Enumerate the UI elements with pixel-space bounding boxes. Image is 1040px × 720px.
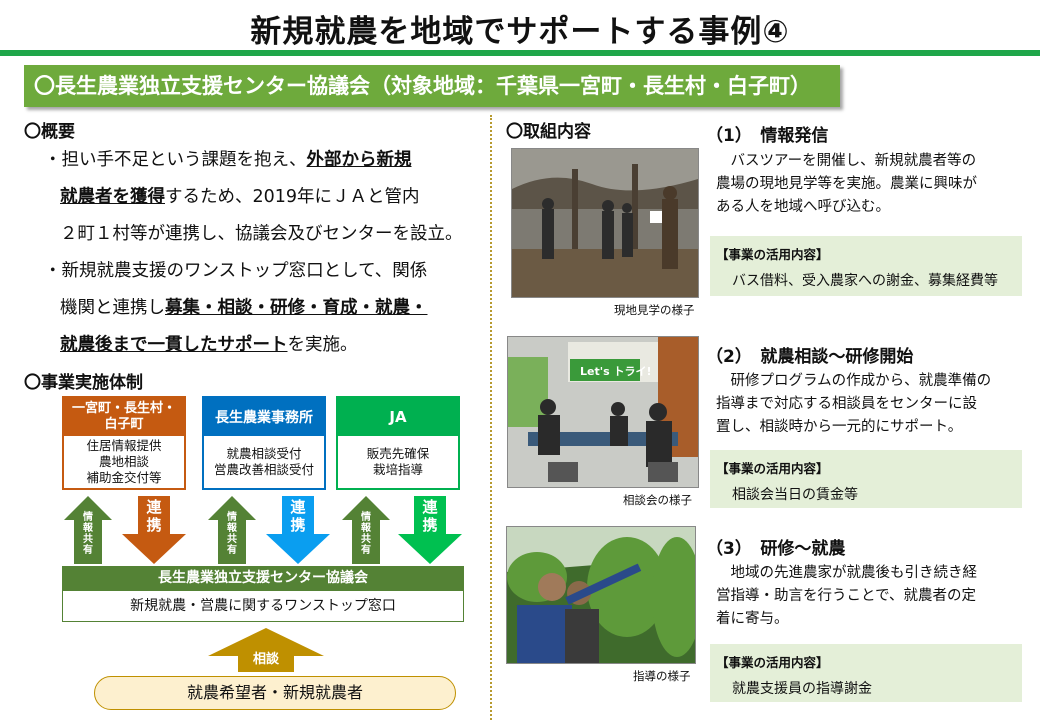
overview-line: ２町１村等が連携し、協議会及びセンターを設立。: [60, 224, 463, 244]
down-arrow: [398, 496, 462, 564]
guidance-photo: [506, 526, 696, 664]
consult-label: 相談: [252, 652, 279, 667]
org-box-towns: 一宮町・長生村・ 白子町 住居情報提供 農地相談 補助金交付等: [62, 396, 186, 490]
item-text-line: 地域の先進農家が就農後も引き続き経: [716, 565, 977, 581]
info-share-label: 情報共有: [83, 512, 93, 556]
structure-heading: 〇事業実施体制: [24, 373, 143, 393]
up-arrow: [64, 496, 112, 564]
coop-label: 連携: [290, 498, 306, 534]
field-tour-photo: [511, 148, 699, 298]
usage-box: 【事業の活用内容】 就農支援員の指導謝金: [710, 644, 1022, 702]
usage-text: 就農支援員の指導謝金: [732, 681, 872, 697]
column-divider: [490, 115, 492, 720]
item-text-line: 置し、相談時から一元的にサポート。: [716, 419, 963, 435]
photo-sign-text: Let's トライ!: [580, 365, 652, 378]
org-name: 一宮町・長生村・ 白子町: [64, 398, 184, 436]
photo-caption: 相談会の様子: [623, 493, 692, 507]
org-arrows: [64, 496, 462, 564]
photo-caption: 指導の様子: [633, 669, 691, 683]
down-arrow: [266, 496, 330, 564]
item-text: 研修プログラムの作成から、就農準備の 指導まで対応する相談員をセンターに設 置し…: [716, 370, 1026, 439]
item-text-line: 農場の現地見学等を実施。農業に興味が: [716, 176, 977, 192]
consultation-image: Let's トライ!: [508, 337, 698, 487]
org-duties: 販売先確保 栽培指導: [366, 446, 430, 477]
org-name: JA: [338, 398, 458, 436]
item-text-line: 指導まで対応する相談員をセンターに設: [716, 396, 977, 412]
item-title: （3） 研修～就農: [706, 539, 846, 559]
usage-label: 【事業の活用内容】: [716, 655, 829, 670]
info-share-label: 情報共有: [227, 512, 237, 556]
overview-heading: 〇概要: [24, 122, 75, 142]
target-group: 就農希望者・新規就農者: [94, 676, 456, 710]
usage-box: 【事業の活用内容】 相談会当日の賃金等: [710, 450, 1022, 508]
usage-text: バス借料、受入農家への謝金、募集経費等: [732, 273, 998, 289]
up-arrow: [208, 496, 256, 564]
item-text: バスツアーを開催し、新規就農者等の 農場の現地見学等を実施。農業に興味が ある人…: [716, 150, 1026, 219]
overview-line: ・新規就農支援のワンストップ窓口として、関係: [44, 261, 428, 281]
coop-label: 連携: [422, 498, 438, 534]
page-title: 新規就農を地域でサポートする事例④: [250, 14, 790, 50]
item-text-line: 着に寄与。: [716, 611, 789, 627]
case-banner: 〇長生農業独立支援センター協議会（対象地域：千葉県一宮町・長生村・白子町）: [24, 65, 840, 107]
photo-caption: 現地見学の様子: [614, 303, 695, 317]
usage-label: 【事業の活用内容】: [716, 461, 829, 476]
org-duties: 就農相談受付 営農改善相談受付: [213, 446, 314, 477]
item-text: 地域の先進農家が就農後も引き続き経 営指導・助言を行うことで、就農者の定 着に寄…: [716, 562, 1026, 631]
consult-arrow: [208, 628, 324, 672]
item-text-line: 研修プログラムの作成から、就農準備の: [716, 373, 992, 389]
item-text-line: 営指導・助言を行うことで、就農者の定: [716, 588, 976, 604]
item-text-line: バスツアーを開催し、新規就農者等の: [716, 153, 977, 169]
org-box-ja: JA 販売先確保 栽培指導: [336, 396, 460, 490]
coop-label: 連携: [146, 498, 162, 534]
field-tour-image: [512, 149, 698, 297]
overview-text: ・担い手不足という課題を抱え、外部から新規 就農者を獲得するため、2019年にＪ…: [44, 142, 489, 364]
overview-line: 機関と連携し募集・相談・研修・育成・就農・: [60, 298, 428, 318]
guidance-image: [507, 527, 695, 663]
council-name: 長生農業独立支援センター協議会: [62, 566, 464, 590]
overview-line: 就農者を獲得するため、2019年にＪＡと管内: [60, 187, 420, 207]
usage-label: 【事業の活用内容】: [716, 247, 829, 262]
overview-line: ・担い手不足という課題を抱え、外部から新規: [44, 150, 412, 170]
item-title: （1） 情報発信: [706, 126, 829, 146]
consultation-photo: Let's トライ!: [507, 336, 699, 488]
council-description: 新規就農・営農に関するワンストップ窓口: [62, 590, 464, 622]
item-title: （2） 就農相談～研修開始: [706, 347, 914, 367]
info-share-label: 情報共有: [361, 512, 371, 556]
title-underline: [0, 50, 1040, 56]
up-arrow: [342, 496, 390, 564]
overview-line: 就農後まで一貫したサポートを実施。: [60, 335, 358, 355]
usage-box: 【事業の活用内容】 バス借料、受入農家への謝金、募集経費等: [710, 236, 1022, 296]
item-text-line: ある人を地域へ呼び込む。: [716, 199, 890, 215]
org-box-agri-office: 長生農業事務所 就農相談受付 営農改善相談受付: [202, 396, 326, 490]
usage-text: 相談会当日の賃金等: [732, 487, 858, 503]
down-arrow: [122, 496, 186, 564]
org-name: 長生農業事務所: [204, 398, 324, 436]
efforts-heading: 〇取組内容: [506, 122, 591, 142]
org-duties: 住居情報提供 農地相談 補助金交付等: [86, 438, 162, 485]
